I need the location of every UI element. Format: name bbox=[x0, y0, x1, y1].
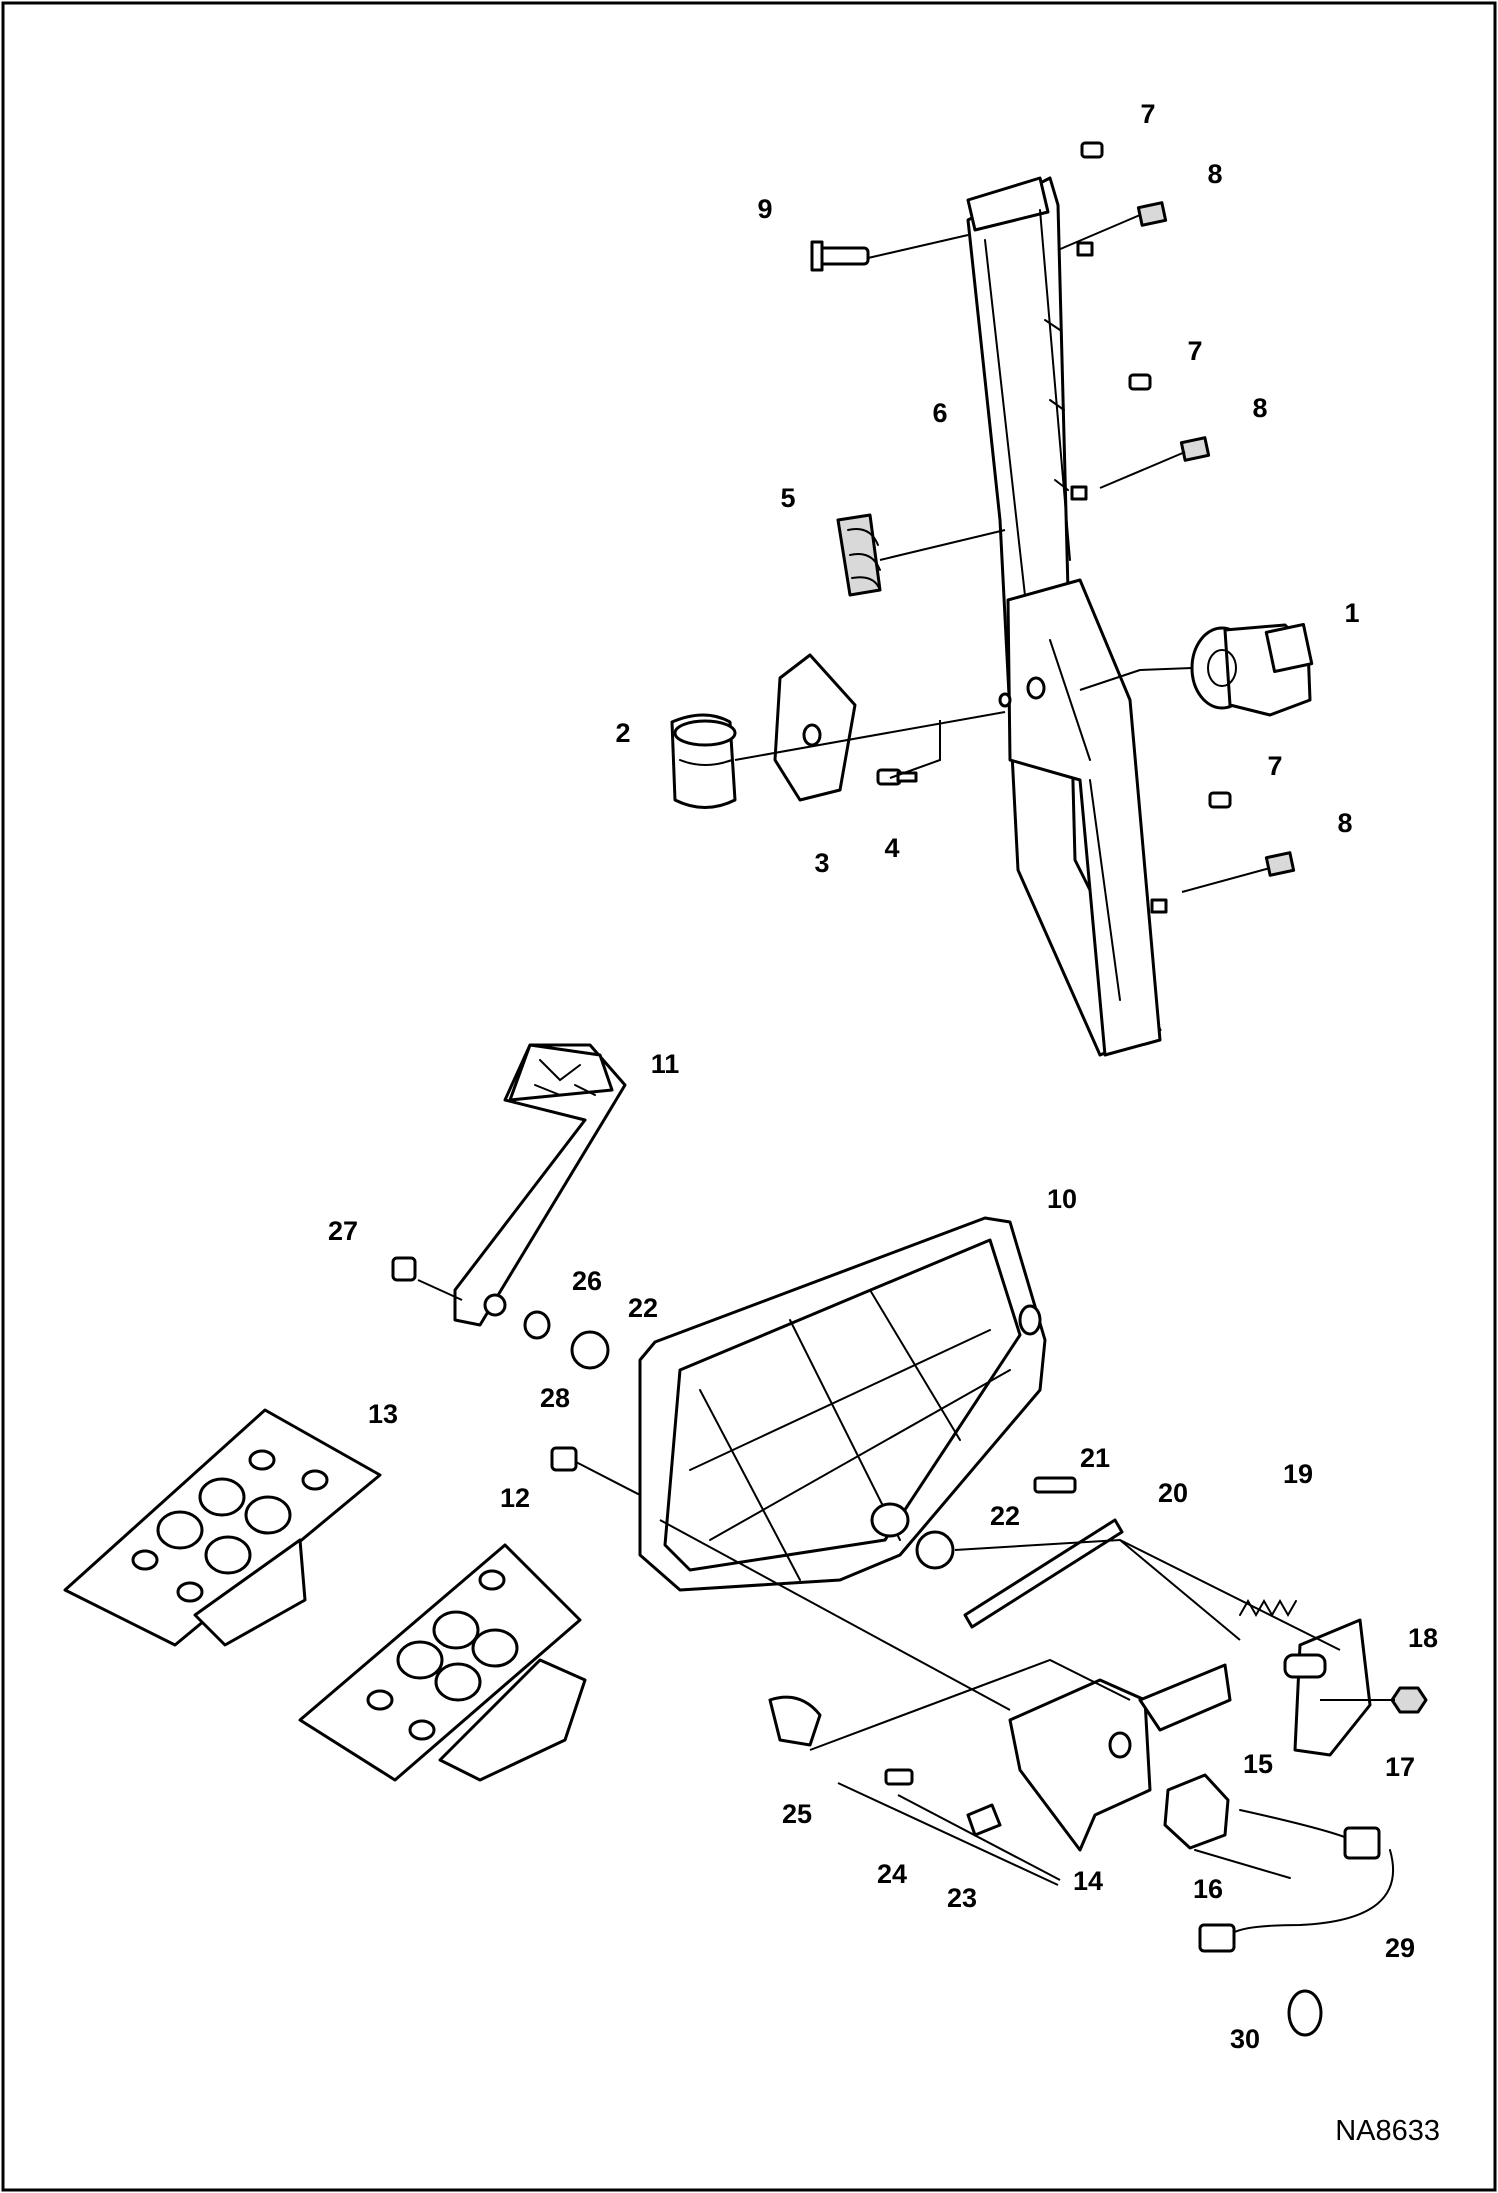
part-14-bracket bbox=[1008, 1663, 1232, 1852]
callout-20: 20 bbox=[1158, 1478, 1188, 1508]
callout-labels: 1 2 3 4 5 6 7 8 9 7 8 7 8 10 11 12 13 14… bbox=[328, 99, 1438, 2054]
callout-14: 14 bbox=[1073, 1866, 1103, 1896]
part-24-pin bbox=[884, 1768, 914, 1786]
callout-5: 5 bbox=[780, 483, 795, 513]
part-27-screw bbox=[391, 1256, 417, 1282]
callout-8-bottom: 8 bbox=[1337, 808, 1352, 838]
callout-28: 28 bbox=[540, 1383, 570, 1413]
lower-assembly bbox=[63, 1043, 1428, 2037]
callout-6: 6 bbox=[932, 398, 947, 428]
part-11-pedal-arm bbox=[453, 1043, 627, 1327]
part-26-washer bbox=[523, 1310, 551, 1340]
part-8-nuts bbox=[1136, 201, 1296, 877]
part-4-bolt bbox=[876, 768, 918, 786]
part-20-link-rod bbox=[963, 1518, 1124, 1629]
callout-3: 3 bbox=[814, 848, 829, 878]
part-18-nut bbox=[1390, 1686, 1428, 1714]
part-13-foot-pad bbox=[63, 1408, 382, 1647]
callout-12: 12 bbox=[500, 1483, 530, 1513]
callout-11: 11 bbox=[651, 1049, 680, 1079]
callout-29: 29 bbox=[1385, 1933, 1415, 1963]
part-25-clamp bbox=[768, 1695, 822, 1747]
part-22-bushing-upper bbox=[570, 1330, 610, 1370]
callout-17: 17 bbox=[1385, 1752, 1415, 1782]
callout-21: 21 bbox=[1080, 1443, 1110, 1473]
callout-16: 16 bbox=[1193, 1874, 1223, 1904]
callout-1: 1 bbox=[1344, 598, 1359, 628]
callout-4: 4 bbox=[884, 833, 899, 863]
part-3-plate bbox=[773, 653, 857, 802]
part-23-plate bbox=[966, 1803, 1002, 1837]
callout-22-lower: 22 bbox=[990, 1501, 1020, 1531]
callout-9: 9 bbox=[757, 194, 772, 224]
callout-2: 2 bbox=[615, 718, 630, 748]
part-2-stop bbox=[670, 713, 737, 809]
callout-7-middle: 7 bbox=[1187, 336, 1202, 366]
callout-7-top: 7 bbox=[1140, 99, 1155, 129]
part-15-switch bbox=[1163, 1773, 1230, 1850]
part-30-tie bbox=[1287, 1989, 1323, 2037]
part-9-pin bbox=[810, 240, 870, 272]
part-28-screw bbox=[550, 1446, 578, 1472]
part-16-screw bbox=[1194, 1849, 1291, 1879]
callout-10: 10 bbox=[1047, 1184, 1077, 1214]
part-6-bracket bbox=[966, 176, 1168, 1057]
part-1-sensor bbox=[1139, 622, 1314, 717]
callout-26: 26 bbox=[572, 1266, 602, 1296]
callout-7-bottom: 7 bbox=[1267, 751, 1282, 781]
part-5-clip bbox=[836, 513, 882, 597]
callout-15: 15 bbox=[1243, 1749, 1273, 1779]
figure-reference-code: NA8633 bbox=[1335, 2115, 1440, 2147]
callout-8-middle: 8 bbox=[1252, 393, 1267, 423]
callout-30: 30 bbox=[1230, 2024, 1260, 2054]
callout-22-upper: 22 bbox=[628, 1293, 658, 1323]
callout-19: 19 bbox=[1283, 1459, 1313, 1489]
part-21-bolt bbox=[1033, 1476, 1077, 1494]
callout-23: 23 bbox=[947, 1883, 977, 1913]
part-7-screws bbox=[1080, 141, 1232, 809]
part-19-spring bbox=[1239, 1598, 1297, 1618]
part-29-harness bbox=[1198, 1809, 1395, 1953]
callout-13: 13 bbox=[368, 1399, 398, 1429]
callout-18: 18 bbox=[1408, 1623, 1438, 1653]
upper-assembly bbox=[670, 141, 1314, 1057]
callout-8-top: 8 bbox=[1207, 159, 1222, 189]
part-10-base-frame bbox=[638, 1216, 1047, 1592]
callout-25: 25 bbox=[782, 1799, 812, 1829]
callout-27: 27 bbox=[328, 1216, 358, 1246]
part-12-foot-pad bbox=[298, 1543, 587, 1782]
callout-24: 24 bbox=[877, 1859, 907, 1889]
part-22-bushing-lower bbox=[915, 1530, 955, 1570]
part-17-lever bbox=[1283, 1618, 1372, 1757]
